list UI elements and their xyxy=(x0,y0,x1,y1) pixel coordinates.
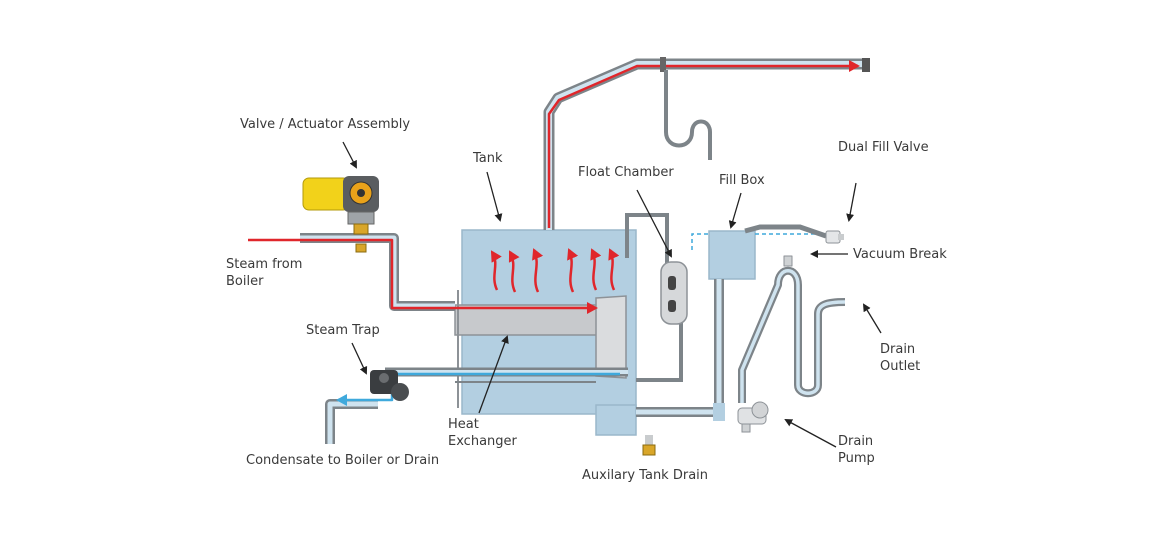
label-steam-from-boiler: Steam from Boiler xyxy=(226,256,302,290)
label-dual-fill-valve: Dual Fill Valve xyxy=(838,140,929,155)
drain-pump xyxy=(737,401,769,433)
label-steam-from-boiler-line1: Steam from xyxy=(226,257,303,272)
label-heat-exchanger: Heat Exchanger xyxy=(448,416,517,450)
heat-exchanger xyxy=(454,290,627,408)
tank-fill-pipe xyxy=(636,279,725,421)
label-float-chamber: Float Chamber xyxy=(578,165,674,180)
steam-outlet-pipe xyxy=(543,57,870,230)
dual-fill-valve xyxy=(825,230,844,244)
label-drain-outlet: Drain Outlet xyxy=(880,341,920,375)
vacuum-break-drain-piping xyxy=(738,255,846,403)
float-chamber xyxy=(625,213,688,382)
label-drain-outlet-line2: Outlet xyxy=(880,359,921,374)
label-condensate-to-boiler-or-drain: Condensate to Boiler or Drain xyxy=(246,453,440,468)
tank-steam-arrows xyxy=(490,248,620,293)
valve-actuator-assembly xyxy=(302,176,379,253)
label-drain-outlet-line1: Drain xyxy=(880,342,916,357)
auxiliary-tank-drain xyxy=(642,435,656,456)
label-vacuum-break: Vacuum Break xyxy=(853,247,947,262)
label-drain-pump-line1: Drain xyxy=(838,434,874,449)
leader-arrows xyxy=(342,141,882,448)
label-steam-from-boiler-line2: Boiler xyxy=(226,274,264,289)
label-heat-exchanger-line2: Exchanger xyxy=(448,434,517,449)
label-drain-pump-line2: Pump xyxy=(838,451,875,466)
label-heat-exchanger-line1: Heat xyxy=(448,417,479,432)
label-steam-trap: Steam Trap xyxy=(306,323,380,338)
steam-trap xyxy=(370,370,409,401)
label-auxiliary-tank-drain: Auxilary Tank Drain xyxy=(582,468,709,483)
label-tank: Tank xyxy=(473,151,503,166)
label-drain-pump: Drain Pump xyxy=(838,433,875,467)
steam-inlet-pipe xyxy=(248,233,598,314)
label-valve-actuator-assembly: Valve / Actuator Assembly xyxy=(240,117,411,132)
fill-box xyxy=(691,224,828,280)
label-fill-box: Fill Box xyxy=(719,173,765,188)
